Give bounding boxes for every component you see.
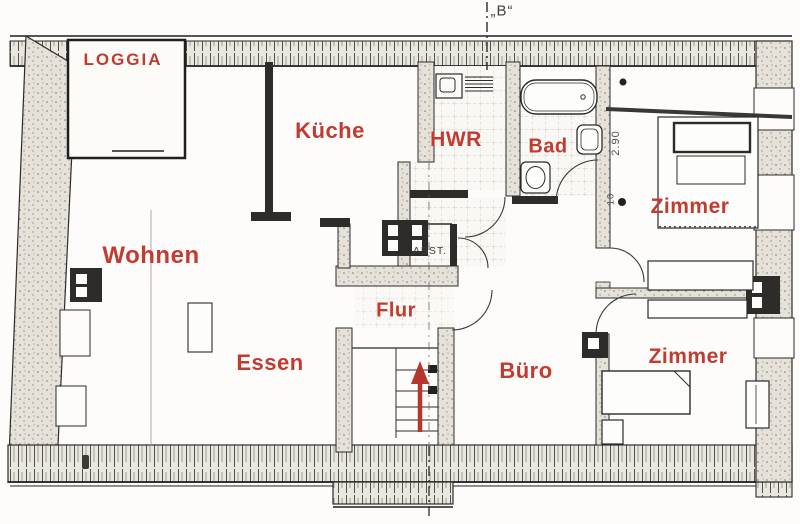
chimney-icon [70, 268, 102, 302]
nightstand-icon [601, 419, 624, 445]
room-label-loggia: LOGGIA [83, 50, 163, 69]
bed-icon [657, 116, 759, 229]
staircase [352, 347, 438, 438]
window-right-3 [753, 317, 795, 359]
room-label-essen: Essen [236, 350, 304, 375]
chimney-icon [582, 332, 608, 358]
washbasin-icon [576, 124, 603, 155]
chimney-icon [382, 220, 428, 256]
loggia-balcony [66, 38, 187, 160]
bed-icon [601, 370, 691, 415]
section-label: „B“ [490, 2, 514, 20]
room-label-zimmer-top: Zimmer [650, 195, 730, 218]
section-line [428, 2, 488, 518]
toilet-icon [520, 161, 551, 194]
wall-dot [619, 78, 627, 86]
window-right-1 [753, 87, 795, 131]
room-label-flur: Flur [376, 299, 416, 322]
dimension-dot [618, 198, 626, 206]
sideboard-icon [647, 299, 748, 319]
room-label-buero: Büro [499, 358, 553, 383]
interior-walls [55, 61, 793, 453]
bench-icon [647, 260, 754, 291]
desk-icon [745, 380, 770, 429]
dimension-10: 10 [605, 192, 617, 206]
door-arcs [451, 159, 645, 335]
dimension-290: 2.90 [610, 130, 622, 156]
up-arrow-icon [411, 361, 429, 432]
room-label-abst: ABST. [412, 245, 448, 257]
table-icon [187, 302, 213, 353]
room-label-bad: Bad [528, 135, 568, 158]
room-label-kueche: Küche [295, 118, 365, 143]
bathtub-icon [520, 79, 598, 115]
room-label-zimmer-bottom: Zimmer [648, 345, 728, 368]
window-left-2 [55, 385, 87, 427]
room-label-hwr: HWR [430, 128, 482, 151]
washing-machine-icon [435, 73, 493, 99]
room-label-wohnen: Wohnen [102, 242, 200, 269]
window-right-2 [753, 174, 795, 231]
window-left-1 [59, 309, 91, 357]
